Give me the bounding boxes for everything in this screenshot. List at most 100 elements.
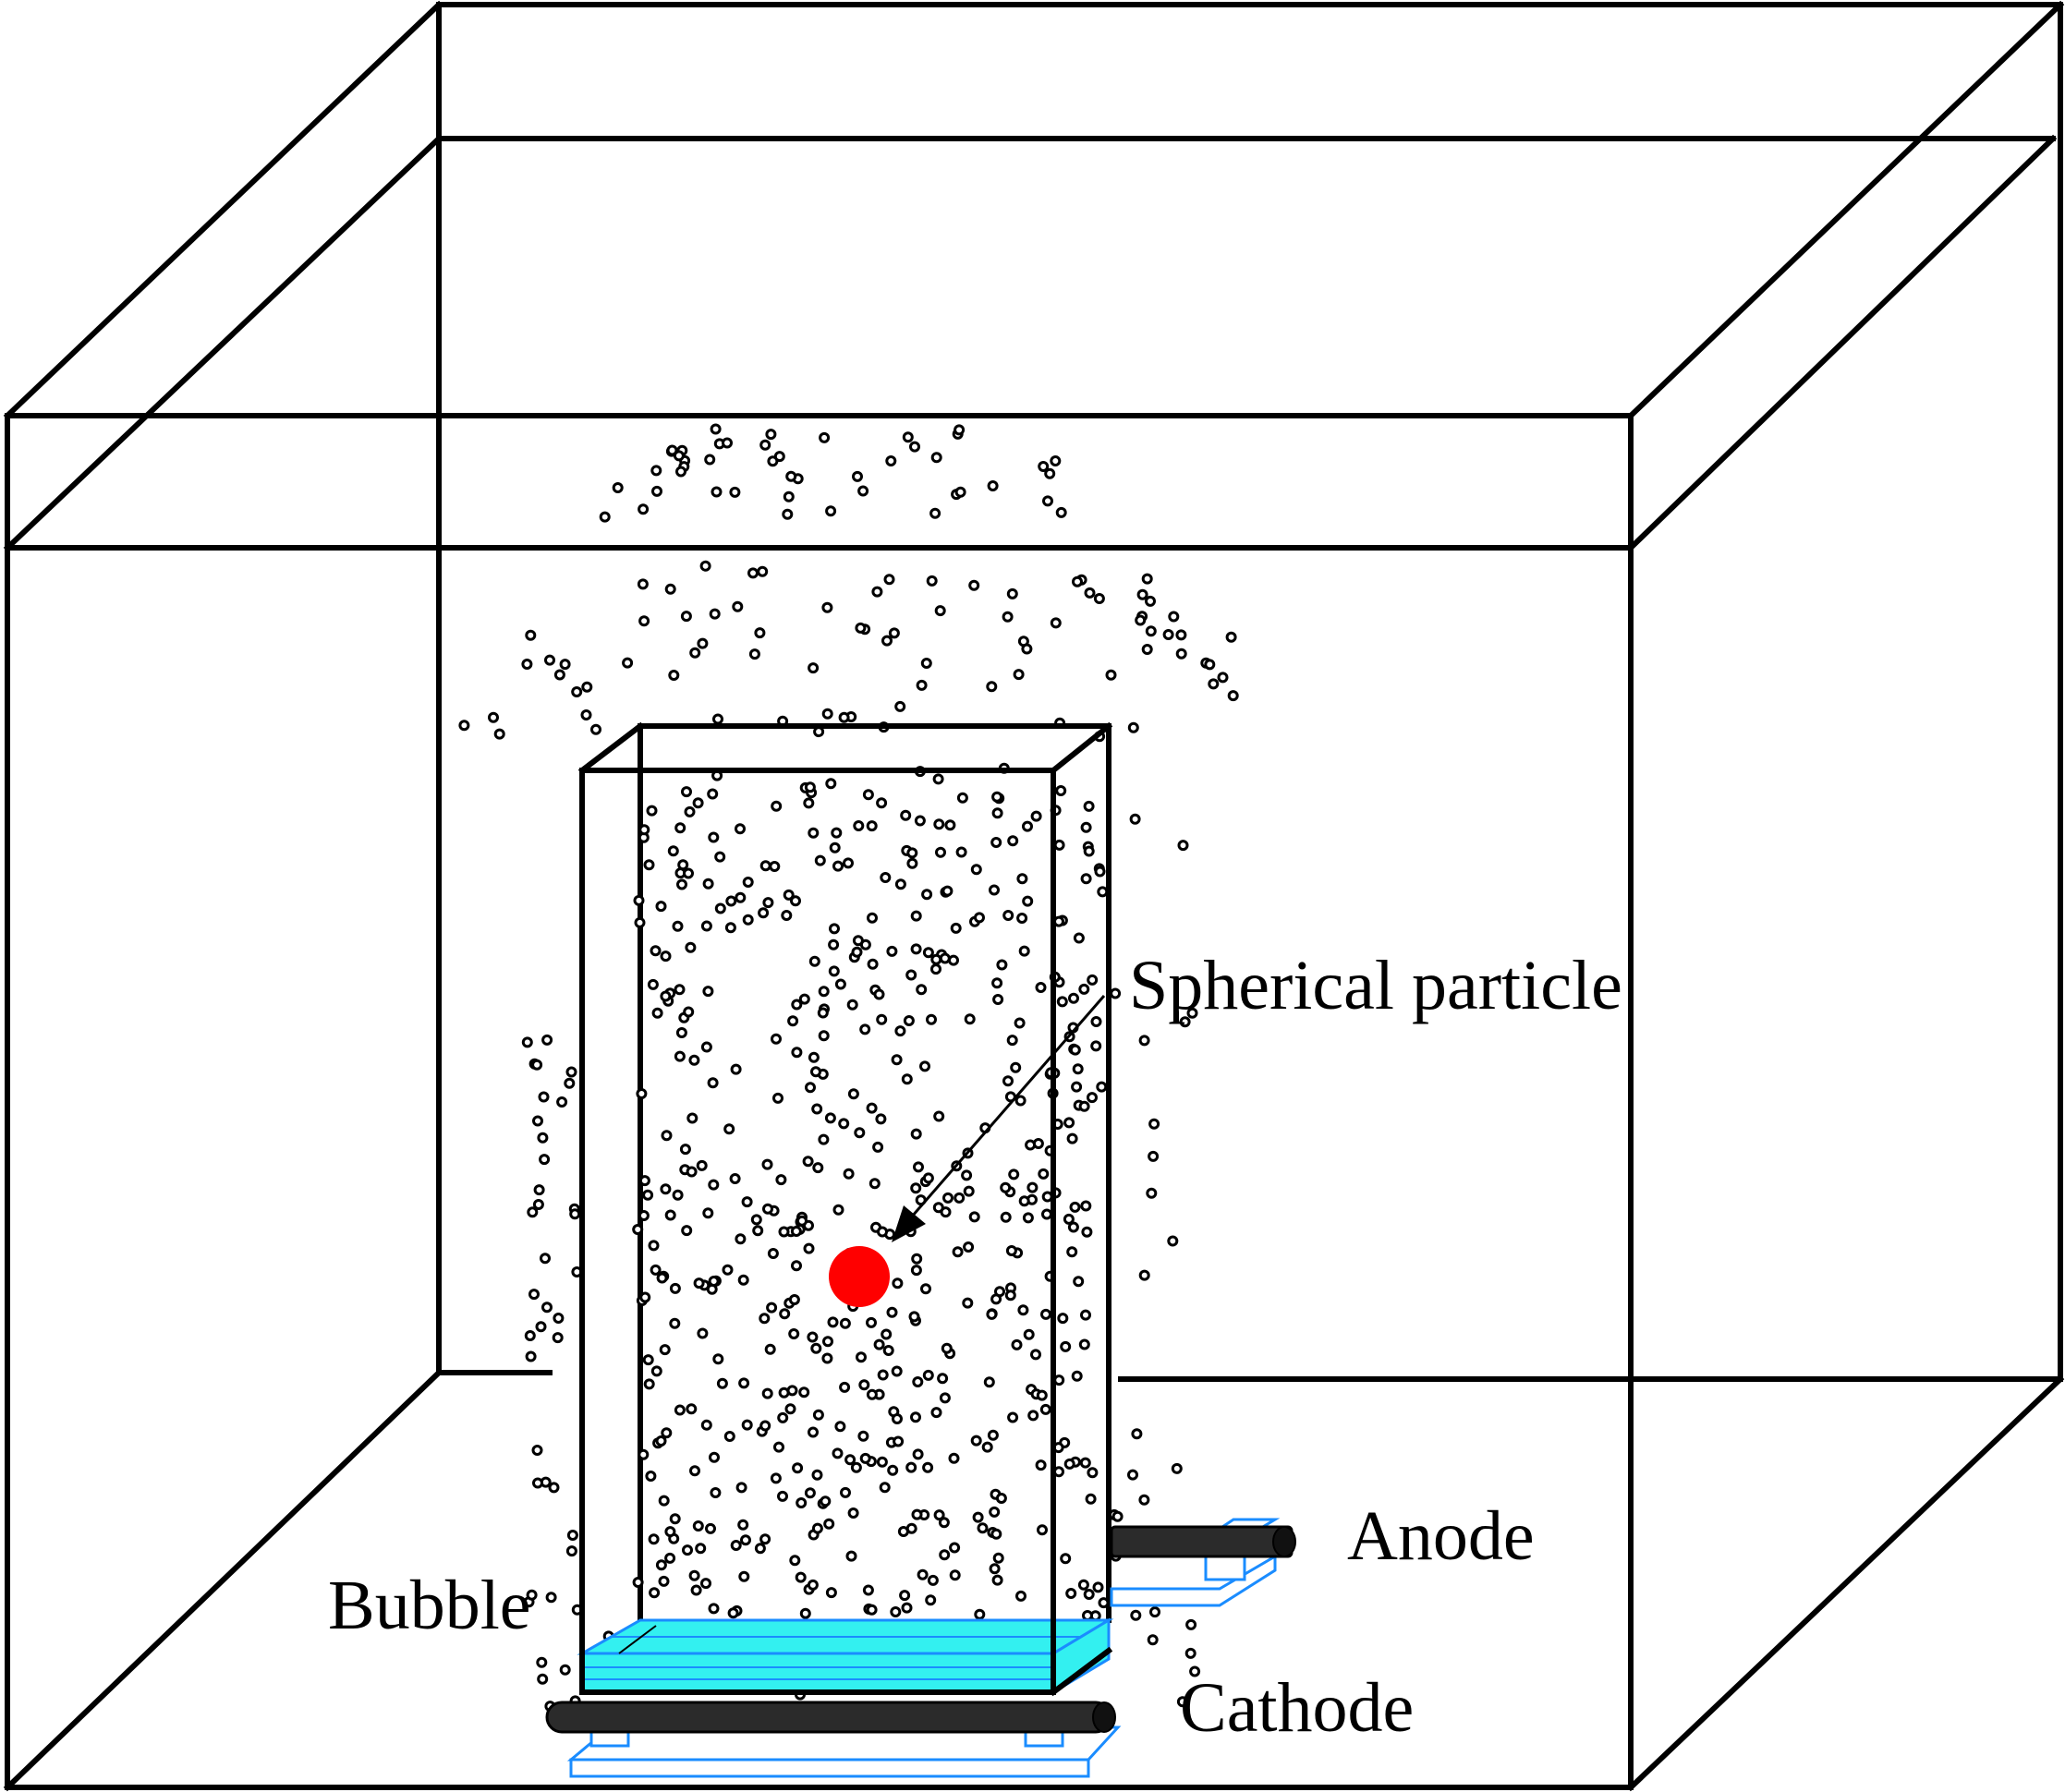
bubble <box>658 1495 670 1507</box>
bubble <box>1097 886 1109 898</box>
bubble <box>893 1435 905 1447</box>
bubble <box>934 605 946 617</box>
bubble <box>866 1604 878 1616</box>
bubble <box>759 1420 771 1432</box>
bubble <box>1083 800 1095 812</box>
bubble <box>790 895 801 907</box>
bubble <box>891 1365 903 1377</box>
bubble <box>963 1241 975 1253</box>
bubble <box>1050 617 1062 629</box>
bubble <box>922 1461 934 1473</box>
bubble <box>832 860 844 872</box>
bubble <box>812 1409 824 1421</box>
bubble <box>939 1392 951 1404</box>
bubble <box>808 1426 819 1438</box>
bubble <box>916 984 928 996</box>
bubble <box>564 1077 576 1089</box>
bubble <box>808 1051 820 1063</box>
bubble <box>656 1272 668 1284</box>
bubble <box>648 1240 660 1252</box>
bubble <box>544 654 555 666</box>
bubble <box>759 439 771 451</box>
bubble <box>660 950 672 963</box>
bubble <box>683 1006 695 1018</box>
bubble <box>922 1369 934 1381</box>
bubble <box>974 1608 986 1620</box>
bubble <box>829 842 841 854</box>
bubble <box>843 857 854 869</box>
bubble <box>650 465 662 477</box>
bubble <box>821 708 833 720</box>
bubble <box>855 622 867 634</box>
bubble <box>771 800 783 812</box>
bubble <box>798 993 810 1005</box>
cathode-mesh-front <box>580 1652 1055 1694</box>
bubble <box>548 1482 560 1494</box>
bubble <box>710 1487 722 1498</box>
bubble <box>725 895 737 907</box>
bubble <box>892 1413 903 1424</box>
bubble <box>783 490 795 502</box>
bubble <box>1002 1075 1014 1087</box>
bubble <box>730 1063 742 1075</box>
bubble <box>525 629 537 641</box>
bubble <box>876 1456 888 1468</box>
bubble <box>1096 1081 1108 1093</box>
bubble <box>1080 1200 1092 1212</box>
bubble <box>929 507 941 519</box>
bubble <box>633 894 645 906</box>
bubble <box>1204 659 1216 671</box>
bubble <box>949 1569 961 1581</box>
bubble <box>1094 866 1106 878</box>
bubble <box>786 1385 798 1397</box>
bubble <box>955 846 967 858</box>
bubble <box>674 984 686 996</box>
bubble <box>807 1331 819 1343</box>
bubble <box>1145 595 1156 607</box>
bubble <box>972 1511 984 1523</box>
bubble <box>933 818 945 830</box>
bubble <box>688 1054 700 1066</box>
bubble <box>903 1015 915 1026</box>
bubble <box>590 723 601 735</box>
bubble <box>902 431 914 443</box>
bubble <box>1179 1016 1191 1028</box>
bubble <box>910 1128 922 1140</box>
column-depth-tr <box>1049 721 1113 775</box>
bubble <box>661 1130 673 1142</box>
bubble <box>1004 1290 1016 1302</box>
bubble <box>638 503 650 515</box>
bubble <box>738 1570 750 1582</box>
bubble <box>941 1342 953 1354</box>
bubble <box>1148 1118 1160 1130</box>
bubble <box>669 1513 681 1525</box>
bubble <box>1008 1168 1020 1181</box>
cathode-rod-end <box>1092 1701 1116 1733</box>
bubble <box>1068 992 1079 1004</box>
bubble <box>716 1377 728 1389</box>
bubble <box>742 877 754 888</box>
bubble <box>1141 573 1153 585</box>
bubble <box>1084 587 1096 599</box>
bubble <box>661 1427 673 1439</box>
bubble <box>638 824 650 836</box>
bubble <box>758 907 770 919</box>
bubble <box>1092 1581 1104 1593</box>
bubble <box>1007 1411 1019 1423</box>
bubble <box>910 1411 921 1423</box>
bubble <box>791 999 803 1011</box>
bubble <box>682 1544 693 1556</box>
bubble <box>1006 587 1018 599</box>
tank-waterline-depth-right <box>1626 134 2058 552</box>
bubble <box>708 1276 720 1287</box>
bubble <box>1177 840 1189 852</box>
bubble <box>1060 1340 1072 1352</box>
bubble <box>1168 611 1180 623</box>
bubble <box>639 1291 651 1303</box>
anode-rod <box>1110 1525 1294 1558</box>
bubble <box>781 910 793 921</box>
bubble <box>1030 1349 1041 1361</box>
bubble <box>879 1482 891 1494</box>
bubble <box>1078 1100 1090 1112</box>
